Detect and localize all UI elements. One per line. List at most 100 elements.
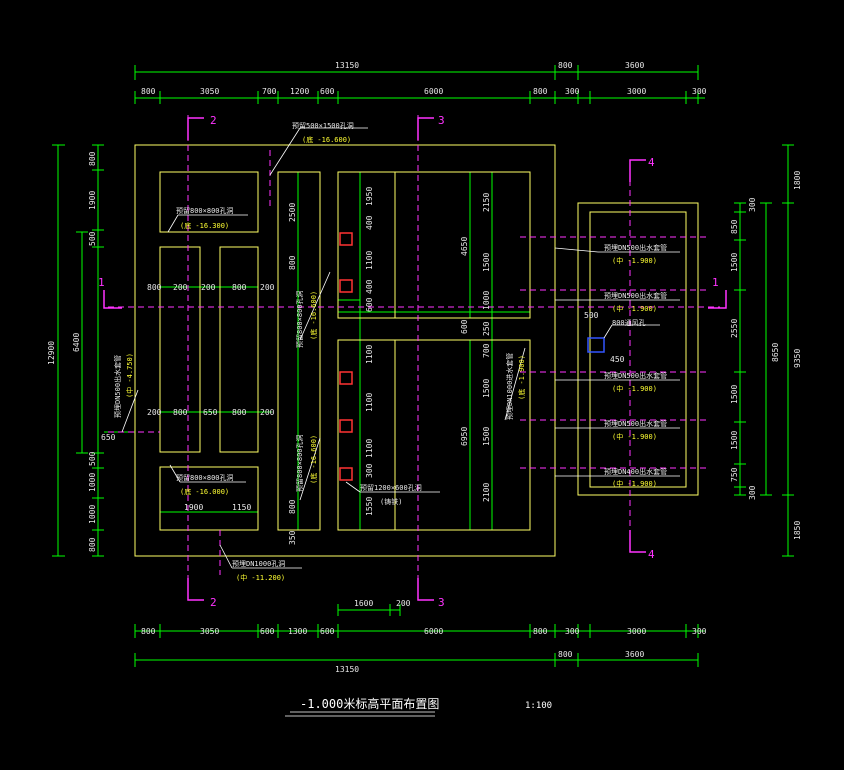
dim-right-1: 850 [730,219,739,234]
label-pipe-r4: 预埋DN500出水套管 [604,419,667,428]
label-hole-top-elev: (底 -16.600) [302,135,351,144]
label-pipe-r5-elev: (中 -1.900) [612,479,657,488]
dim-top-9: 300 [692,87,707,96]
dim-inner-bot-b: 1150 [232,503,251,512]
dim-inner-b4: 200 [260,408,275,417]
dim-col3b-5: 1500 [482,379,491,398]
dim-left-2: 500 [88,231,97,246]
dim-col2-0: 2500 [288,203,297,222]
dimension-lines [52,65,794,667]
annotations: 预留500×1500孔洞 (底 -16.600) 预留800×800孔洞 (底 … [113,121,667,582]
label-pipe-left-elev: (中 -4.750) [125,353,134,398]
dim-left-4: 1000 [88,473,97,492]
label-box-note: 800通风孔 [612,318,646,327]
dim-col3b-3: 250 [482,321,491,336]
label-hole-mid-elev: (底 -16.600) [309,291,318,340]
dim-top-3: 1200 [290,87,309,96]
dim-inner-t3: 800 [232,283,247,292]
dim-col3-tot-a: 4650 [460,237,469,256]
dim-left-0: 800 [88,151,97,166]
dim-col3b-4: 700 [482,343,491,358]
dimension-text: 13150 800 3600 800 3050 700 1200 600 600… [101,61,707,674]
label-hole-800a-elev: (底 -16.300) [180,221,229,230]
dim-bot-3: 1300 [288,627,307,636]
dim-right-4: 1500 [730,385,739,404]
label-pipe-r4-elev: (中 -1.900) [612,432,657,441]
dim-bot-9: 300 [692,627,707,636]
dim-col3-5: 1100 [365,345,374,364]
section-marks [103,117,727,601]
dim-right-5: 1500 [730,431,739,450]
dim-col3-0: 1950 [365,187,374,206]
dim-col3-tot-b: 6950 [460,427,469,446]
vertical-dimension-text: 12900 6400 800 1900 500 500 1000 1000 80… [47,151,802,552]
section-4-top: 4 [648,156,655,169]
wall-outlines [134,144,699,557]
label-pipe-left: 预埋DN500出水套管 [113,355,122,418]
section-2-top: 2 [210,114,217,127]
dim-bot-5: 6000 [424,627,443,636]
dim-inner-b2: 650 [203,408,218,417]
label-pipe-bottom-elev: (中 -11.200) [236,573,285,582]
dim-left-total: 12900 [47,341,56,365]
dim-top-2: 700 [262,87,277,96]
openings [339,232,605,481]
dim-col2-3: 800 [288,499,297,514]
dim-top-0: 800 [141,87,156,96]
drawing-title: -1.000米标高平面布置图 [300,696,439,711]
drawing-scale: 1:100 [525,701,552,711]
label-hole-800b-elev: (底 -16.000) [180,487,229,496]
dim-top-right-a: 800 [558,61,573,70]
dim-inner-b3: 800 [232,408,247,417]
section-1-left: 1 [98,276,105,289]
leaders [121,127,680,717]
dim-top-8: 3000 [627,87,646,96]
dim-col3-9: 1550 [365,497,374,516]
dim-top-right-b: 3600 [625,61,644,70]
label-pipe-bottom: 预埋DN1000孔洞 [232,559,285,568]
label-pipe-r3: 预埋DN500出水套管 [604,371,667,380]
label-hole-lower: 预留800×800孔洞 [295,434,304,492]
dim-bot-7: 300 [565,627,580,636]
dim-left-mid: 6400 [72,333,81,352]
dim-inner-b1: 800 [173,408,188,417]
dim-inner-t4: 200 [260,283,275,292]
dim-col3b-7: 2100 [482,483,491,502]
section-3-bottom: 3 [438,596,445,609]
dim-bot-1: 3050 [200,627,219,636]
dim-top-1: 3050 [200,87,219,96]
dim-left-6: 800 [88,537,97,552]
dim-top-7: 300 [565,87,580,96]
dim-col3-2: 1100 [365,251,374,270]
dim-col3-1: 400 [365,215,374,230]
dim-right-top: 1800 [793,171,802,190]
dim-inner-t1: 800 [147,283,162,292]
dim-inner-bot-a: 1900 [184,503,203,512]
dim-col3-8: 300 [365,463,374,478]
dim-col3-3: 400 [365,279,374,294]
dim-col3b-2: 1000 [482,291,491,310]
dim-bot-0: 800 [141,627,156,636]
dim-right-7: 300 [748,485,757,500]
dim-col3b-1: 1500 [482,253,491,272]
pipe-dashes [108,115,720,600]
dim-right-0: 300 [748,197,757,212]
dim-mid-b: 200 [396,599,411,608]
dim-bottom-total: 13150 [335,665,359,674]
dim-top-total: 13150 [335,61,359,70]
dim-inner-b0: 200 [147,408,162,417]
label-pipe-r3-elev: (中 -1.900) [612,384,657,393]
dim-top-6: 800 [533,87,548,96]
label-hole-lower-elev: (底 -16.600) [309,435,318,484]
label-hole-800a: 预留800×800孔洞 [176,206,234,215]
dim-col3-4: 600 [365,297,374,312]
dim-right-total: 9350 [793,349,802,368]
dim-left-3: 500 [88,451,97,466]
dim-bot-4: 600 [320,627,335,636]
label-pipe-mid-elev: (底 -1.900) [517,355,526,400]
dim-bot-2: 600 [260,627,275,636]
section-1-right: 1 [712,276,719,289]
dim-left-1: 1900 [88,191,97,210]
dim-col3b-6: 1500 [482,427,491,446]
